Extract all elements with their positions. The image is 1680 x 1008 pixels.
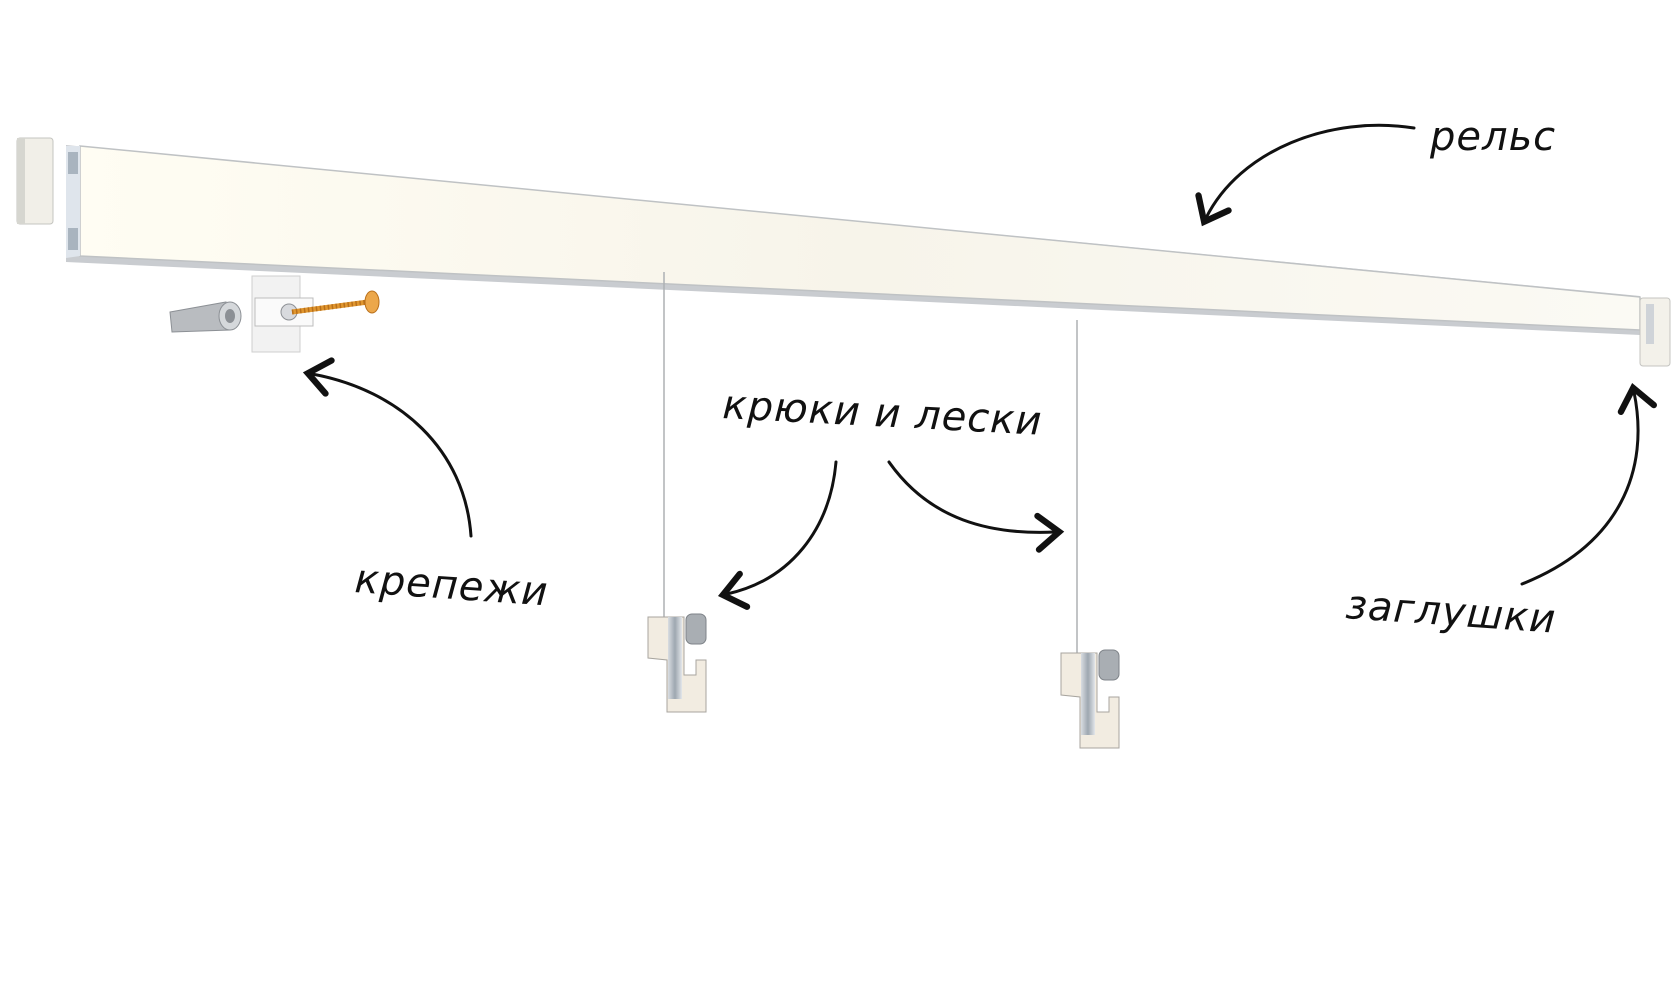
fasteners bbox=[169, 275, 380, 353]
label-rail: рельс bbox=[1429, 114, 1556, 160]
hook-1 bbox=[647, 272, 707, 713]
label-fasteners: крепежи bbox=[353, 556, 550, 615]
annotation-arrows bbox=[302, 123, 1657, 610]
wall-plug bbox=[169, 301, 242, 333]
arrow-fasteners bbox=[302, 357, 473, 538]
arrow-rail bbox=[1195, 123, 1416, 227]
end-cap-right bbox=[1639, 297, 1671, 367]
label-hooks-and-lines: крюки и лески bbox=[721, 382, 1043, 445]
bracket bbox=[251, 275, 314, 353]
end-cap-left bbox=[16, 137, 54, 225]
arrow-hook-2 bbox=[887, 460, 1065, 553]
arrow-end-caps bbox=[1520, 382, 1657, 586]
screw bbox=[291, 290, 380, 315]
arrow-hook-1 bbox=[717, 460, 838, 610]
hook-2 bbox=[1060, 320, 1120, 749]
label-end-caps: заглушки bbox=[1344, 582, 1557, 643]
rail bbox=[66, 145, 1641, 335]
